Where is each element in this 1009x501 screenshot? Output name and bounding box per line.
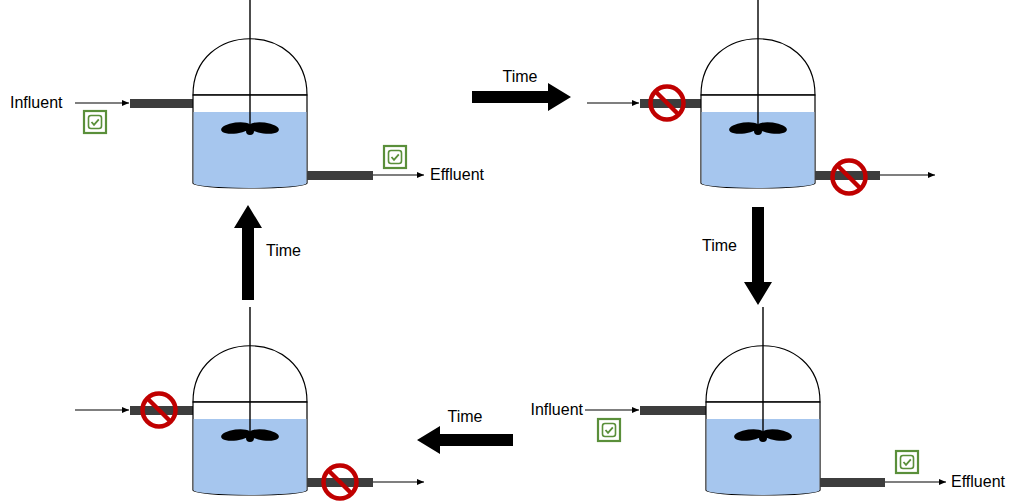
time-label: Time — [503, 67, 538, 86]
time-label: Time — [702, 236, 737, 255]
flow-label: Influent — [531, 400, 583, 419]
flow-label: Influent — [10, 93, 62, 112]
flow-label: Effluent — [430, 165, 484, 184]
flow-label: Effluent — [951, 472, 1005, 491]
time-label: Time — [448, 407, 483, 426]
time-label: Time — [266, 241, 301, 260]
